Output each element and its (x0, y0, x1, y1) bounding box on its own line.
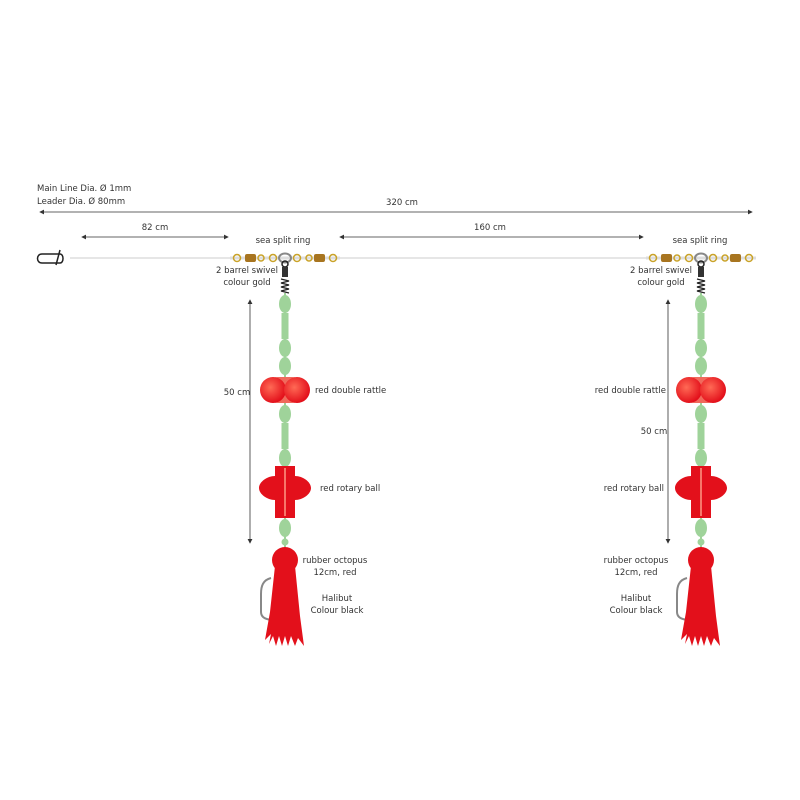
swivel-label-left: 2 barrel swivel (216, 266, 278, 276)
rattle-label-right: red double rattle (595, 386, 666, 396)
dim-total-label: 320 cm (386, 198, 418, 208)
swivel-colour-label-right: colour gold (637, 278, 684, 288)
dim-dropper-left-label: 50 cm (224, 388, 250, 398)
main-line-spec: Main Line Dia. Ø 1mm (37, 183, 131, 194)
octopus-label-left: rubber octopus (303, 556, 368, 566)
dim-spacing-label: 160 cm (474, 223, 506, 233)
hook-colour-label-left: Colour black (311, 606, 364, 616)
dim-first-label: 82 cm (142, 223, 168, 233)
swivel-colour-label-left: colour gold (223, 278, 270, 288)
octopus-size-label-left: 12cm, red (313, 568, 356, 578)
hook-label-left: Halibut (322, 594, 353, 604)
split-ring-label-left: sea split ring (256, 236, 311, 246)
rattle-label-left: red double rattle (315, 386, 386, 396)
octopus-size-label-right: 12cm, red (614, 568, 657, 578)
split-ring-label-right: sea split ring (673, 236, 728, 246)
dropper-left (228, 252, 342, 648)
octopus-label-right: rubber octopus (604, 556, 669, 566)
dim-dropper-right-label: 50 cm (641, 427, 667, 437)
rotary-label-left: red rotary ball (320, 484, 380, 494)
leader-spec: Leader Dia. Ø 80mm (37, 196, 125, 207)
swivel-label-right: 2 barrel swivel (630, 266, 692, 276)
rotary-label-right: red rotary ball (604, 484, 664, 494)
hook-colour-label-right: Colour black (610, 606, 663, 616)
dropper-right (644, 252, 758, 648)
snap-clip-icon (36, 249, 64, 266)
hook-label-right: Halibut (621, 594, 652, 604)
